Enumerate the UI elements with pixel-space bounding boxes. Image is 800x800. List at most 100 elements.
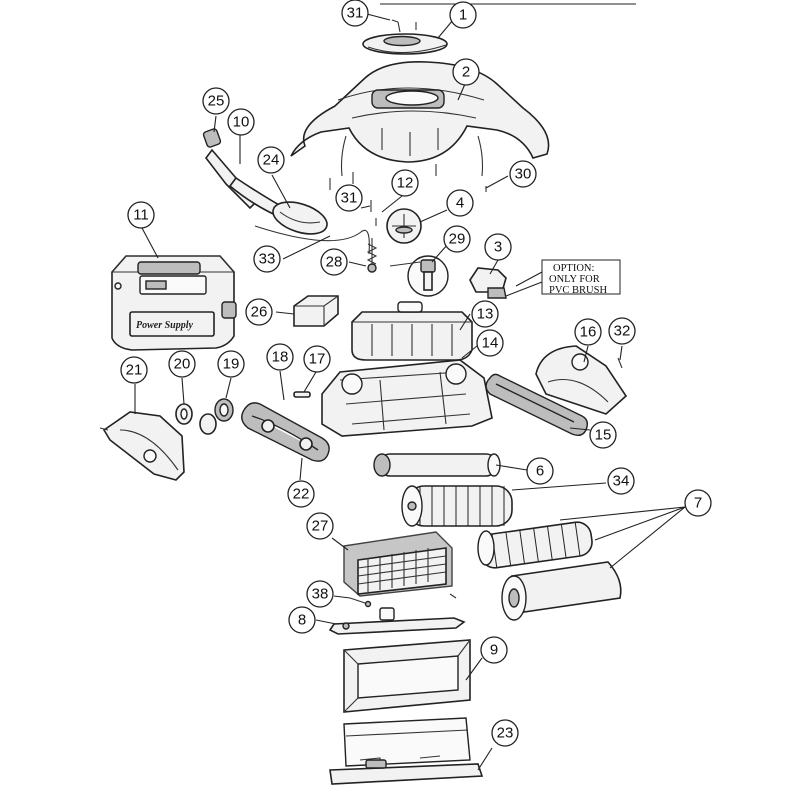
part-impeller [386,208,422,244]
callout-23-label: 23 [497,725,514,742]
part-26-block [293,295,339,327]
callout-31-mid: 31 [335,184,363,212]
callout-16-label: 16 [580,324,597,341]
callout-29-label: 29 [449,231,466,248]
callout-12-label: 12 [397,175,414,192]
part-brush-34 [401,485,513,527]
callout-27: 27 [306,512,334,540]
callout-32-label: 32 [614,323,631,340]
callout-10-label: 10 [233,114,250,131]
leader-lines [134,13,686,771]
callout-13: 13 [471,300,499,328]
callout-9-label: 9 [490,642,498,659]
part-latch-bar [328,607,466,635]
callout-34-label: 34 [613,473,630,490]
callout-3-label: 3 [494,239,502,256]
callout-15-label: 15 [595,427,612,444]
part-track-left [241,402,330,462]
callout-17: 17 [303,345,331,373]
callout-18-label: 18 [272,349,289,366]
callout-38-label: 38 [312,586,329,603]
callout-22-label: 22 [293,486,310,503]
callout-1: 1 [449,1,477,29]
callout-6: 6 [526,457,554,485]
callout-13-label: 13 [477,306,494,323]
callout-9: 9 [480,636,508,664]
callout-21-label: 21 [126,362,143,379]
callout-24-label: 24 [263,152,280,169]
callout-8: 8 [288,606,316,634]
option-note-line-1: OPTION: [553,263,594,274]
callout-15: 15 [589,421,617,449]
part-lower-frame [343,639,471,713]
callout-24: 24 [257,146,285,174]
callout-14-label: 14 [482,335,499,352]
callout-20-label: 20 [174,356,191,373]
part-wheels [175,398,234,435]
callout-25-label: 25 [208,93,225,110]
callout-30: 30 [509,160,537,188]
callout-28: 28 [320,248,348,276]
callout-22: 22 [287,480,315,508]
callout-12: 12 [391,169,419,197]
part-brush-7 [477,521,593,569]
callout-30-label: 30 [515,166,532,183]
part-side-plate-right [535,345,628,415]
part-foam-roller [501,561,622,621]
callout-8-label: 8 [298,612,306,629]
callout-34: 34 [607,467,635,495]
callout-11: 11 [127,201,155,229]
option-note-line-3: PVC BRUSH [549,285,607,296]
part-power-supply: Power Supply [110,255,237,351]
part-cable-swivel-assembly [202,128,378,273]
callout-16: 16 [574,318,602,346]
callout-7-label: 7 [694,495,702,512]
callout-38: 38 [306,580,334,608]
part-motor-unit [351,301,473,361]
callout-2: 2 [452,58,480,86]
option-note-box: OPTION: ONLY FOR PVC BRUSH [505,259,621,297]
callout-26-label: 26 [251,304,268,321]
callout-14: 14 [476,329,504,357]
callout-23: 23 [491,719,519,747]
callout-29: 29 [443,225,471,253]
callout-26: 26 [245,298,273,326]
callout-4-label: 4 [456,195,464,212]
option-note-line-2: ONLY FOR [549,274,600,285]
callout-11-label: 11 [133,207,149,224]
callout-31-top: 31 [341,0,369,27]
callout-31-top-label: 31 [347,5,364,22]
part-roller [373,453,501,477]
callout-33: 33 [253,245,281,273]
callout-28-label: 28 [326,254,343,271]
callout-27-label: 27 [312,518,329,535]
callout-10: 10 [227,108,255,136]
callout-19: 19 [217,350,245,378]
screws-upper [329,19,623,369]
callout-20: 20 [168,350,196,378]
callout-18: 18 [266,343,294,371]
callout-33-label: 33 [259,251,276,268]
part-38-screw [349,593,457,608]
callout-21: 21 [120,356,148,384]
part-chassis [321,359,493,437]
part-17-pin [293,391,311,398]
callout-4: 4 [446,189,474,217]
callout-17-label: 17 [309,351,326,368]
callout-7: 7 [684,489,712,517]
part-bottom-base [329,717,484,785]
callout-32: 32 [608,317,636,345]
part-motor-shaft [389,255,449,297]
part-top-cover-plate [362,21,448,55]
callout-2-label: 2 [462,64,470,81]
part-side-plate-left [99,411,185,481]
callout-1-label: 1 [459,7,467,24]
power-supply-label: Power Supply [136,320,194,331]
callout-31-mid-label: 31 [341,190,358,207]
callout-6-label: 6 [536,463,544,480]
callout-19-label: 19 [223,356,240,373]
callout-25: 25 [202,87,230,115]
part-body-shell [290,61,550,177]
callout-3: 3 [484,233,512,261]
